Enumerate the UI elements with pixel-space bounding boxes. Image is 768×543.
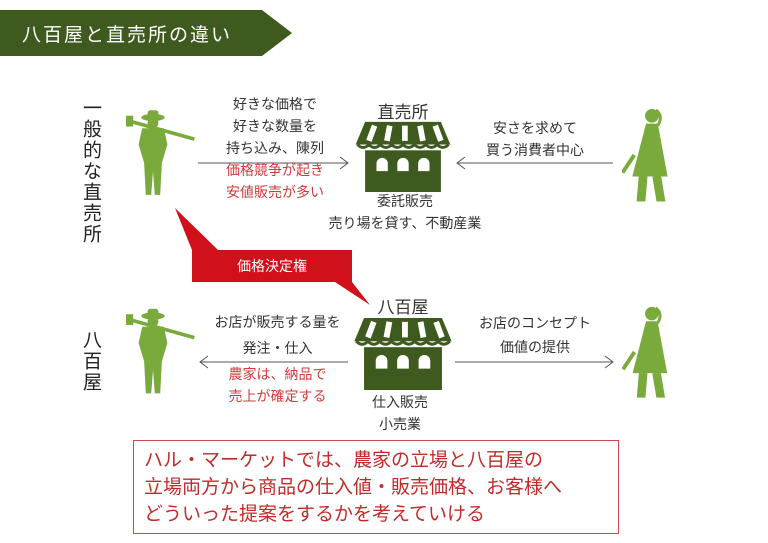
arrow-right-icon — [455, 355, 614, 369]
consumer-icon — [622, 106, 672, 204]
row1-left-text: 好きな価格で好きな数量を持ち込み、陳列 価格競争が起き安値販売が多い — [226, 97, 324, 201]
callout-text: 価格決定権 — [237, 259, 307, 275]
arrow-left-icon — [199, 355, 348, 369]
farmer-icon — [126, 306, 198, 398]
arrow-right-icon — [198, 156, 349, 170]
row2-right-text: お店のコンセプト価値の提供 — [479, 316, 591, 356]
row1-shop-caption: 委託販売売り場を貸す、不動産業 — [328, 194, 482, 232]
row2-shop-caption: 仕入販売小売業 — [372, 395, 428, 433]
price-power-callout — [175, 208, 370, 305]
row2-left-text: お店が販売する量を発注・仕入 農家は、納品で売上が確定する — [214, 315, 341, 405]
consumer-icon — [622, 304, 672, 400]
row1-right-text: 安さを求めて買う消費者中心 — [486, 121, 584, 159]
row1-label: 一般的な直売所 — [80, 98, 102, 245]
summary-box: ハル・マーケットでは、農家の立場と八百屋の立場両方から商品の仕入値・販売価格、お… — [133, 440, 619, 534]
shop-icon — [350, 120, 456, 192]
row2-label: 八百屋 — [80, 330, 102, 393]
row2-shop-name: 八百屋 — [377, 298, 429, 318]
shop-icon — [350, 316, 456, 390]
title-banner: 八百屋と直売所の違い — [0, 10, 292, 56]
farmer-icon — [126, 106, 198, 201]
page-title: 八百屋と直売所の違い — [22, 24, 233, 46]
row1-shop-name: 直売所 — [377, 103, 429, 123]
arrow-left-icon — [456, 156, 613, 170]
